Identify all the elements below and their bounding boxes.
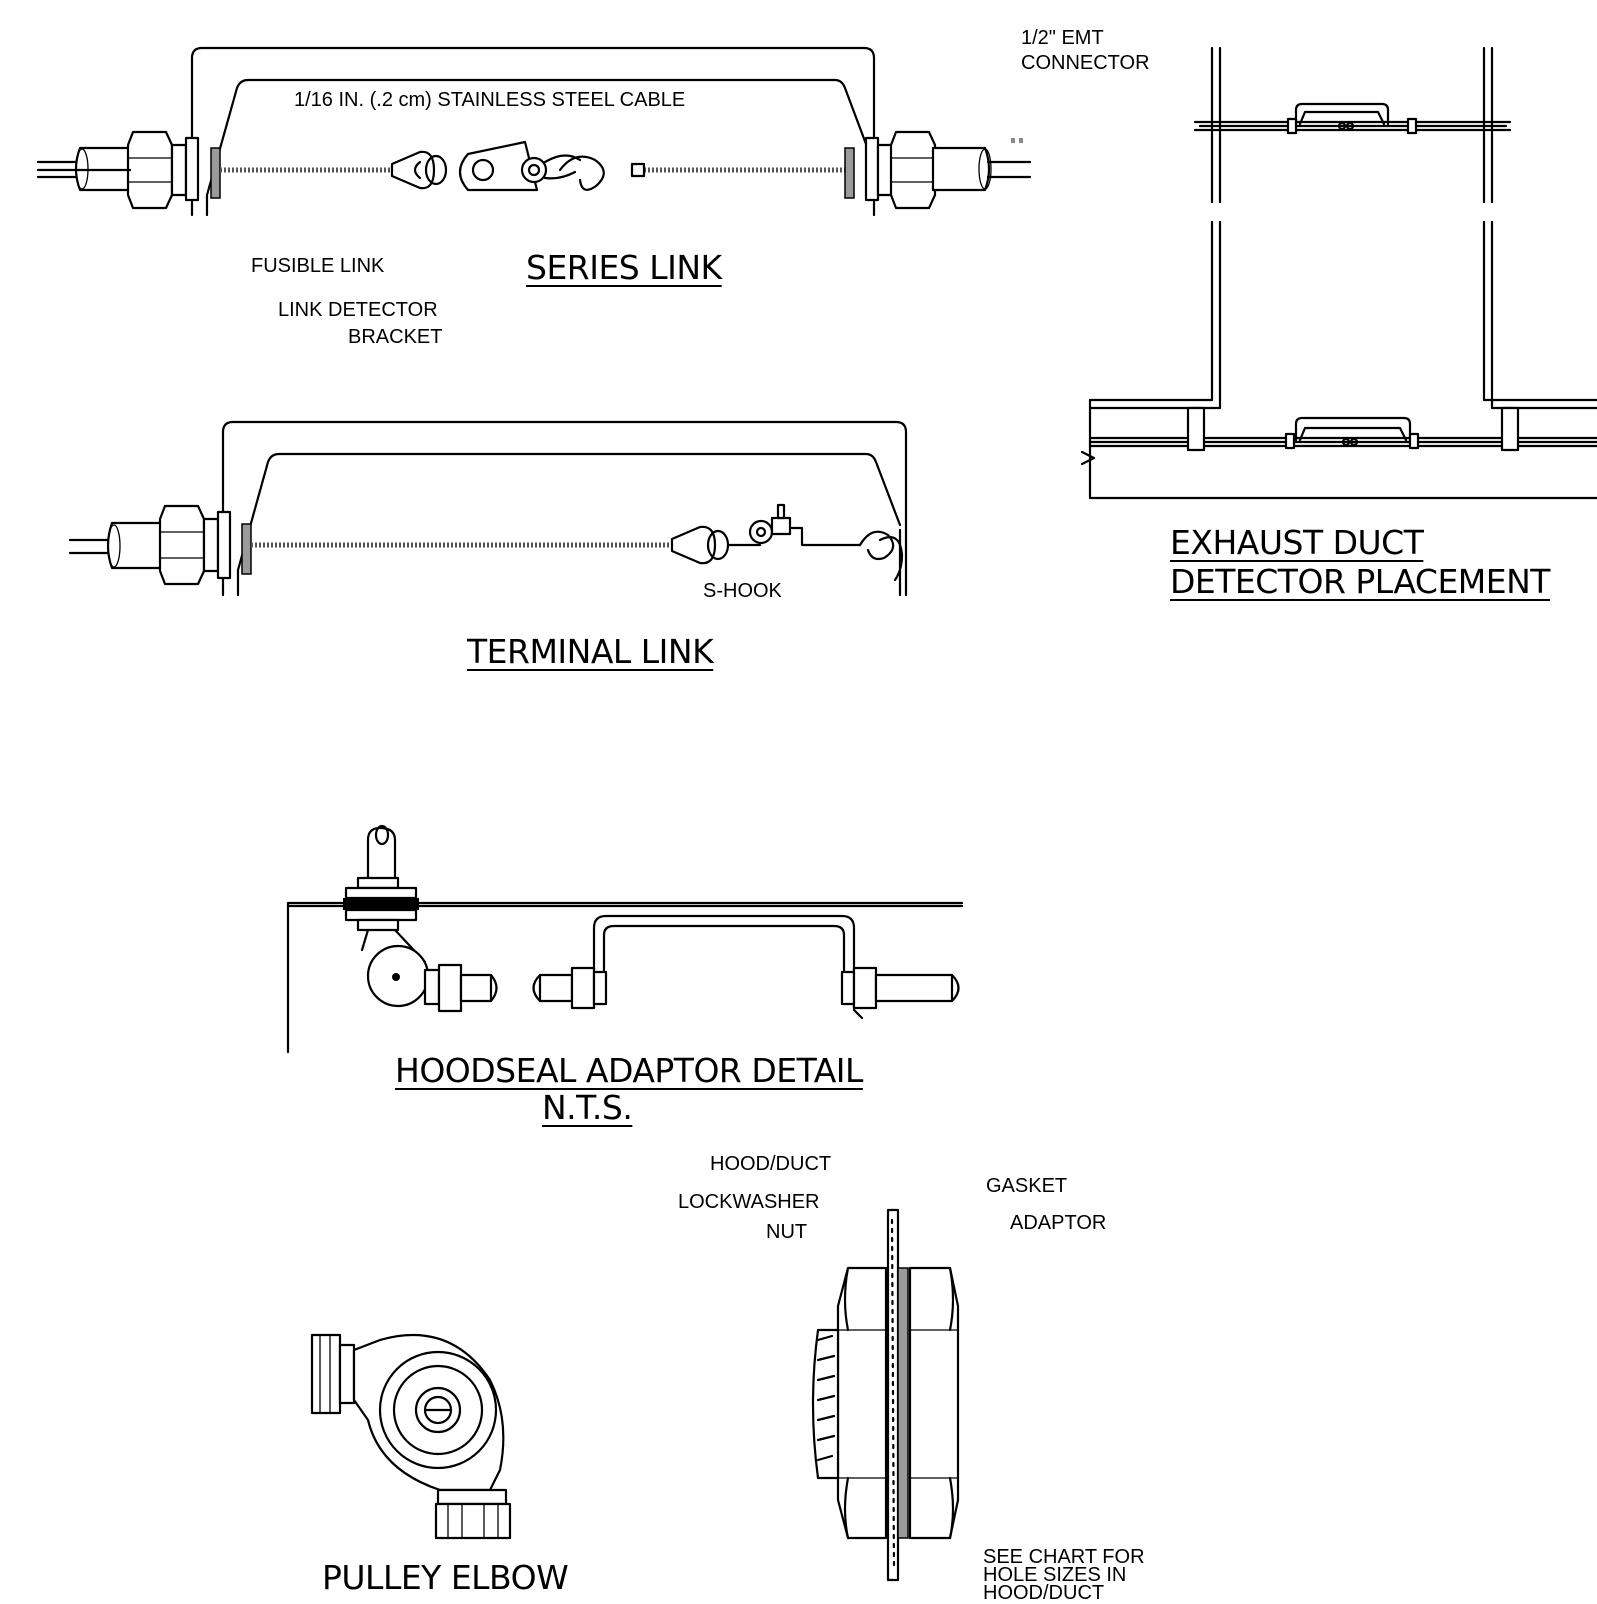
see-chart-label-2: HOLE SIZES IN: [983, 1564, 1127, 1586]
bracket-label: BRACKET: [348, 326, 443, 348]
link-detector-label: LINK DETECTOR: [278, 299, 438, 321]
pulley-elbow-drawing: [310, 1333, 512, 1540]
exhaust-duct-drawing: [1080, 46, 1597, 500]
hood-duct-label: HOOD/DUCT: [710, 1153, 832, 1175]
s-hook-label: S-HOOK: [703, 580, 782, 602]
fusible-link-label: FUSIBLE LINK: [251, 255, 385, 277]
hoodseal-title: HOODSEAL ADAPTOR DETAIL: [395, 1051, 863, 1090]
gasket-label: GASKET: [986, 1175, 1068, 1197]
pulley-elbow-title: PULLEY ELBOW: [322, 1558, 569, 1597]
hoodseal-detail-drawing: [286, 824, 964, 1054]
nts-title: N.T.S.: [542, 1088, 633, 1127]
exhaust-duct-title: EXHAUST DUCT: [1170, 523, 1424, 562]
detector-placement-title: DETECTOR PLACEMENT: [1170, 562, 1550, 601]
lockwasher-label: LOCKWASHER: [678, 1191, 820, 1213]
see-chart-label-3: HOOD/DUCT: [983, 1582, 1105, 1604]
nut-label: NUT: [766, 1221, 808, 1243]
series-link-title: SERIES LINK: [526, 248, 722, 287]
see-chart-label-1: SEE CHART FOR: [983, 1546, 1145, 1568]
series-link-drawing: [36, 46, 1032, 217]
connector-label: CONNECTOR: [1021, 52, 1150, 74]
terminal-link-drawing: [68, 420, 908, 597]
terminal-link-title: TERMINAL LINK: [467, 632, 714, 671]
emt-label: 1/2" EMT: [1021, 27, 1104, 49]
cable-label: 1/16 IN. (.2 cm) STAINLESS STEEL CABLE: [294, 89, 686, 111]
adaptor-label: ADAPTOR: [1010, 1212, 1107, 1234]
adaptor-exploded-drawing: [811, 1208, 960, 1582]
